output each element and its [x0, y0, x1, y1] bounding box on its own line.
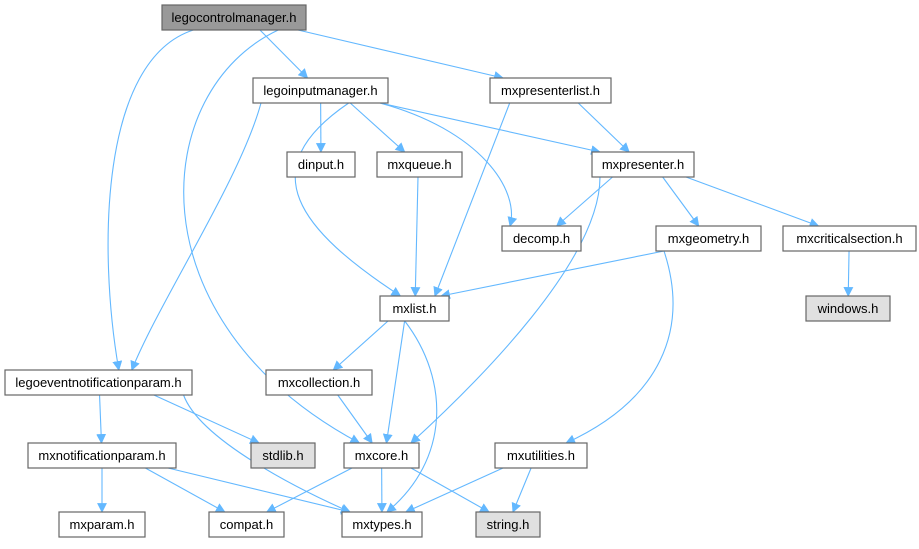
- edge-mxnotif-to-compat: [145, 467, 226, 513]
- node-label: mxpresenter.h: [602, 157, 684, 172]
- node-lenp[interactable]: legoeventnotificationparam.h: [4, 369, 193, 396]
- node-label: mxpresenterlist.h: [501, 83, 600, 98]
- edge-mpl-to-mxlist: [433, 102, 511, 297]
- node-label: mxparam.h: [69, 517, 134, 532]
- node-mxutilities[interactable]: mxutilities.h: [494, 442, 588, 469]
- node-label: string.h: [487, 517, 530, 532]
- node-label: mxcollection.h: [278, 375, 360, 390]
- node-mxnotif[interactable]: mxnotificationparam.h: [27, 442, 177, 469]
- node-box: [265, 369, 373, 396]
- edge-lcm-to-mpl: [297, 29, 504, 81]
- edge-mxlist-to-mxtypes: [386, 320, 438, 513]
- edge-mxcore-to-string: [410, 467, 490, 513]
- node-label: decomp.h: [513, 231, 570, 246]
- edge-mpl-to-mxpresenter: [577, 102, 630, 153]
- node-box: [591, 151, 695, 178]
- node-label: mxcriticalsection.h: [796, 231, 902, 246]
- node-box: [376, 151, 463, 178]
- edge-mxcollection-to-mxcore: [337, 394, 373, 444]
- node-box: [501, 225, 582, 252]
- node-label: windows.h: [817, 301, 879, 316]
- edge-lim-to-mxpresenter: [379, 102, 601, 155]
- node-box: [4, 369, 193, 396]
- node-label: mxcore.h: [355, 448, 408, 463]
- node-box: [161, 4, 307, 31]
- node-box: [655, 225, 762, 252]
- edge-mxgeometry-to-mxlist: [440, 250, 665, 300]
- edge-lcm-to-lim: [259, 29, 309, 79]
- edge-mxnotif-to-mxtypes: [167, 467, 351, 515]
- node-box: [489, 77, 612, 104]
- edge-mxqueue-to-mxlist: [410, 176, 421, 297]
- node-box: [252, 77, 389, 104]
- edge-lim-to-mxlist: [294, 102, 402, 297]
- node-label: mxlist.h: [392, 301, 436, 316]
- edge-mxutilities-to-string: [511, 467, 532, 513]
- node-box: [27, 442, 177, 469]
- node-compat[interactable]: compat.h: [208, 511, 285, 538]
- edge-mxpresenter-to-mxgeometry: [662, 176, 700, 227]
- node-mxcollection[interactable]: mxcollection.h: [265, 369, 373, 396]
- node-box: [782, 225, 917, 252]
- node-box: [250, 442, 316, 469]
- node-mxcore[interactable]: mxcore.h: [343, 442, 420, 469]
- node-mxparam[interactable]: mxparam.h: [58, 511, 146, 538]
- node-box: [343, 442, 420, 469]
- node-label: legoinputmanager.h: [263, 83, 377, 98]
- node-box: [379, 295, 450, 322]
- node-label: mxgeometry.h: [668, 231, 749, 246]
- edge-mxutilities-to-mxtypes: [404, 467, 504, 513]
- node-box: [286, 151, 356, 178]
- edge-lim-to-mxqueue: [349, 102, 406, 153]
- node-string: string.h: [475, 511, 541, 538]
- node-box: [475, 511, 541, 538]
- edge-lcm-to-lenp: [107, 29, 194, 371]
- node-decomp[interactable]: decomp.h: [501, 225, 582, 252]
- node-box: [341, 511, 423, 538]
- edge-mxgeometry-to-mxutilities: [565, 250, 674, 444]
- node-stdlib: stdlib.h: [250, 442, 316, 469]
- edge-mxpresenter-to-decomp: [555, 176, 613, 227]
- edge-lenp-to-mxnotif: [96, 394, 107, 444]
- node-label: compat.h: [220, 517, 273, 532]
- node-dinput[interactable]: dinput.h: [286, 151, 356, 178]
- node-label: stdlib.h: [262, 448, 303, 463]
- edge-mxpresenter-to-mxcore: [410, 176, 601, 444]
- node-lcm[interactable]: legocontrolmanager.h: [161, 4, 307, 31]
- node-label: dinput.h: [298, 157, 344, 172]
- edge-lenp-to-stdlib: [153, 394, 260, 444]
- node-lim[interactable]: legoinputmanager.h: [252, 77, 389, 104]
- node-box: [58, 511, 146, 538]
- node-box: [494, 442, 588, 469]
- node-mxqueue[interactable]: mxqueue.h: [376, 151, 463, 178]
- node-mxtypes[interactable]: mxtypes.h: [341, 511, 423, 538]
- node-mpl[interactable]: mxpresenterlist.h: [489, 77, 612, 104]
- edge-mxpresenter-to-mxcrit: [685, 176, 820, 228]
- node-label: legoeventnotificationparam.h: [15, 375, 181, 390]
- node-label: legocontrolmanager.h: [171, 10, 296, 25]
- edge-lim-to-decomp: [379, 102, 518, 227]
- node-box: [208, 511, 285, 538]
- edge-mxcore-to-compat: [265, 467, 353, 513]
- edge-lim-to-lenp: [130, 102, 262, 371]
- edge-mxlist-to-mxcollection: [332, 320, 389, 371]
- node-mxlist[interactable]: mxlist.h: [379, 295, 450, 322]
- node-windows: windows.h: [805, 295, 891, 322]
- node-mxpresenter[interactable]: mxpresenter.h: [591, 151, 695, 178]
- node-label: mxtypes.h: [352, 517, 411, 532]
- node-label: mxqueue.h: [387, 157, 451, 172]
- node-mxcrit[interactable]: mxcriticalsection.h: [782, 225, 917, 252]
- node-box: [805, 295, 891, 322]
- node-mxgeometry[interactable]: mxgeometry.h: [655, 225, 762, 252]
- edges: [96, 29, 854, 515]
- node-label: mxnotificationparam.h: [38, 448, 165, 463]
- node-label: mxutilities.h: [507, 448, 575, 463]
- edge-mxcrit-to-windows: [843, 250, 854, 297]
- edge-mxlist-to-mxcore: [382, 320, 406, 444]
- nodes: legocontrolmanager.h legoinputmanager.h mx…: [4, 4, 917, 538]
